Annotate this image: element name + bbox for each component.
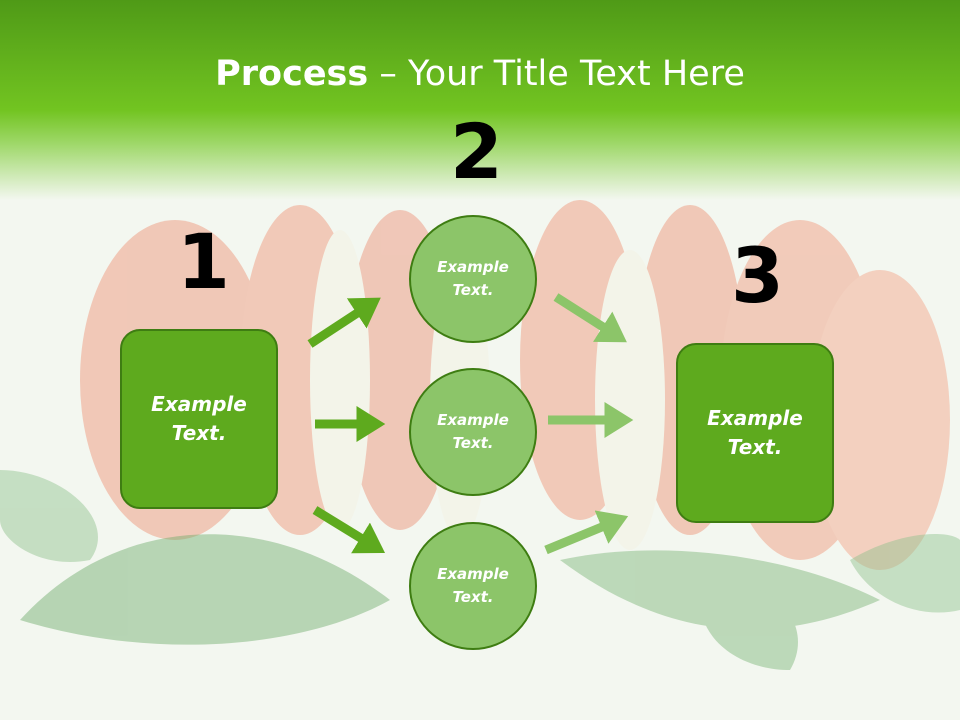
step-3-box: Example Text. [676,343,834,523]
circle-1-line1: Example [437,258,509,276]
step-2-circle-2: Example Text. [409,368,537,496]
arrow-from-circle-1 [553,293,627,343]
slide-title: Process – Your Title Text Here [0,52,960,96]
step-2-circle-1: Example Text. [409,215,537,343]
circle-2-line1: Example [437,411,509,429]
arrow-from-circle-3 [544,510,629,555]
step-number-2: 2 [450,107,503,196]
circle-3-line2: Text. [452,588,494,606]
step-number-3: 3 [731,231,784,320]
step-3-line1: Example [707,406,803,430]
step-1-box: Example Text. [120,329,278,509]
step-3-line2: Text. [727,435,783,459]
step-1-line2: Text. [171,421,227,445]
arrow-to-circle-1 [307,297,381,348]
circle-3-line1: Example [437,565,509,583]
title-rest: – Your Title Text Here [368,54,745,94]
step-number-1: 1 [177,217,230,306]
circle-2-line2: Text. [452,434,494,452]
title-bold: Process [215,54,369,94]
arrow-to-circle-3 [312,506,386,554]
circle-1-line2: Text. [452,281,494,299]
step-1-line1: Example [151,392,247,416]
step-2-circle-3: Example Text. [409,522,537,650]
